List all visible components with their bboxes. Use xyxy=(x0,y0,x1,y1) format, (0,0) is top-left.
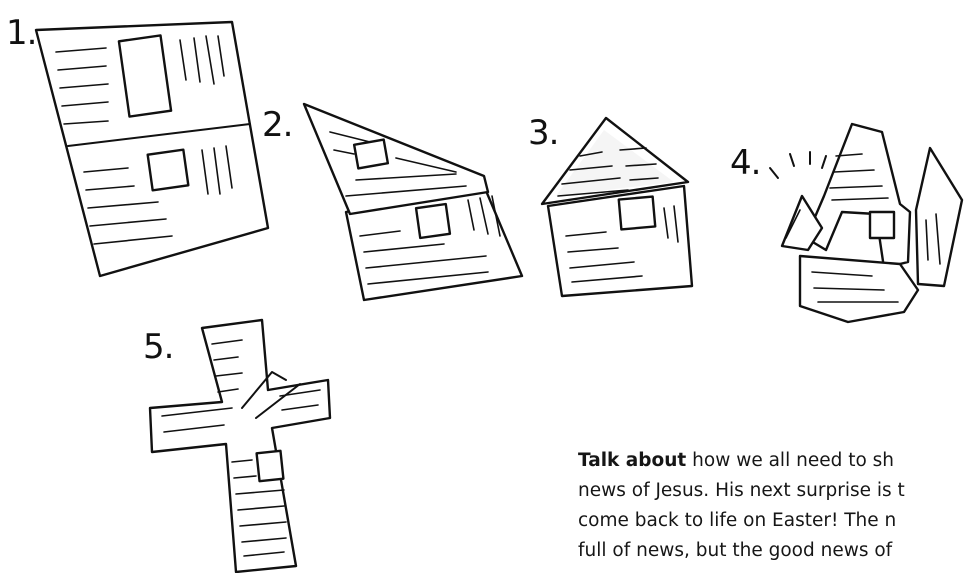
newspaper-torn-icon xyxy=(770,124,962,322)
caption-line-3: come back to life on Easter! The n xyxy=(578,506,965,536)
caption-line-1: Talk about how we all need to sh xyxy=(578,446,965,476)
caption-line-2: news of Jesus. His next surprise is t xyxy=(578,476,965,506)
caption-line-4: full of news, but the good news of xyxy=(578,536,965,566)
newspaper-house-shape-icon xyxy=(542,118,692,296)
caption-line-1-rest: how we all need to sh xyxy=(686,450,894,471)
caption-lead: Talk about xyxy=(578,450,686,471)
newspaper-corner-folded-icon xyxy=(304,104,522,300)
newspaper-unfolded-icon xyxy=(36,22,268,276)
instruction-caption: Talk about how we all need to sh news of… xyxy=(578,446,965,566)
newspaper-cross-icon xyxy=(150,320,330,572)
